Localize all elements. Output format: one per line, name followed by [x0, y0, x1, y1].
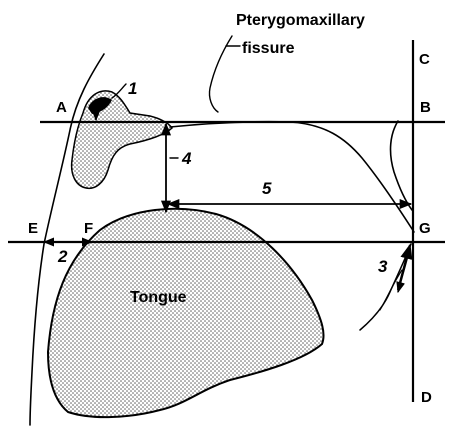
fissure-title-line-2: fissure: [242, 40, 295, 57]
pterygomaxillary-fissure-curve: [391, 121, 412, 210]
palate-shape: [72, 91, 172, 188]
point-label-A: A: [56, 99, 67, 116]
point-label-G: G: [419, 220, 431, 237]
fissure-title-line-1: Pterygomaxillary: [236, 12, 365, 29]
measure-label-1: 1: [128, 79, 137, 98]
measure-label-4: 4: [181, 149, 192, 168]
measure-label-2: 2: [57, 247, 68, 266]
fissure-leader-line: [209, 36, 232, 112]
measure-1-leader: [112, 84, 126, 98]
point-label-C: C: [419, 51, 430, 68]
point-label-E: E: [28, 220, 38, 237]
point-label-F: F: [84, 220, 93, 237]
point-label-B: B: [420, 99, 431, 116]
measure-label-3: 3: [378, 257, 388, 276]
point-label-D: D: [421, 389, 432, 406]
tongue-shape: [48, 209, 324, 417]
measure-label-5: 5: [262, 179, 272, 198]
tongue-label: Tongue: [130, 289, 187, 306]
